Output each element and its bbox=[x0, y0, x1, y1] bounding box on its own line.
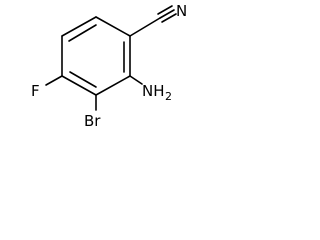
amino-bond bbox=[129, 75, 143, 85]
amino-subscript: 2 bbox=[165, 90, 172, 103]
nitrile-single-bond bbox=[129, 17, 161, 37]
ring-bond-2 bbox=[95, 16, 131, 37]
nitrogen-label: N bbox=[176, 2, 187, 20]
ring-inner-double-3 bbox=[69, 71, 97, 88]
ring-bond-4 bbox=[95, 75, 131, 96]
fluorine-label: F bbox=[31, 82, 40, 100]
nitrile-triple-bond-c bbox=[161, 13, 177, 23]
bromine-label: Br bbox=[84, 112, 101, 130]
amino-label: NH bbox=[142, 82, 165, 100]
ring-inner-double-1 bbox=[68, 24, 97, 42]
molecule-structure: N NH 2 Br F bbox=[31, 2, 187, 130]
nitrile-triple-bond-b bbox=[157, 5, 173, 15]
ring-bond-1 bbox=[61, 16, 97, 37]
nitrile-triple-bond-a bbox=[159, 9, 175, 19]
fluoro-bond bbox=[45, 75, 63, 86]
ring-bond-5 bbox=[61, 75, 97, 96]
